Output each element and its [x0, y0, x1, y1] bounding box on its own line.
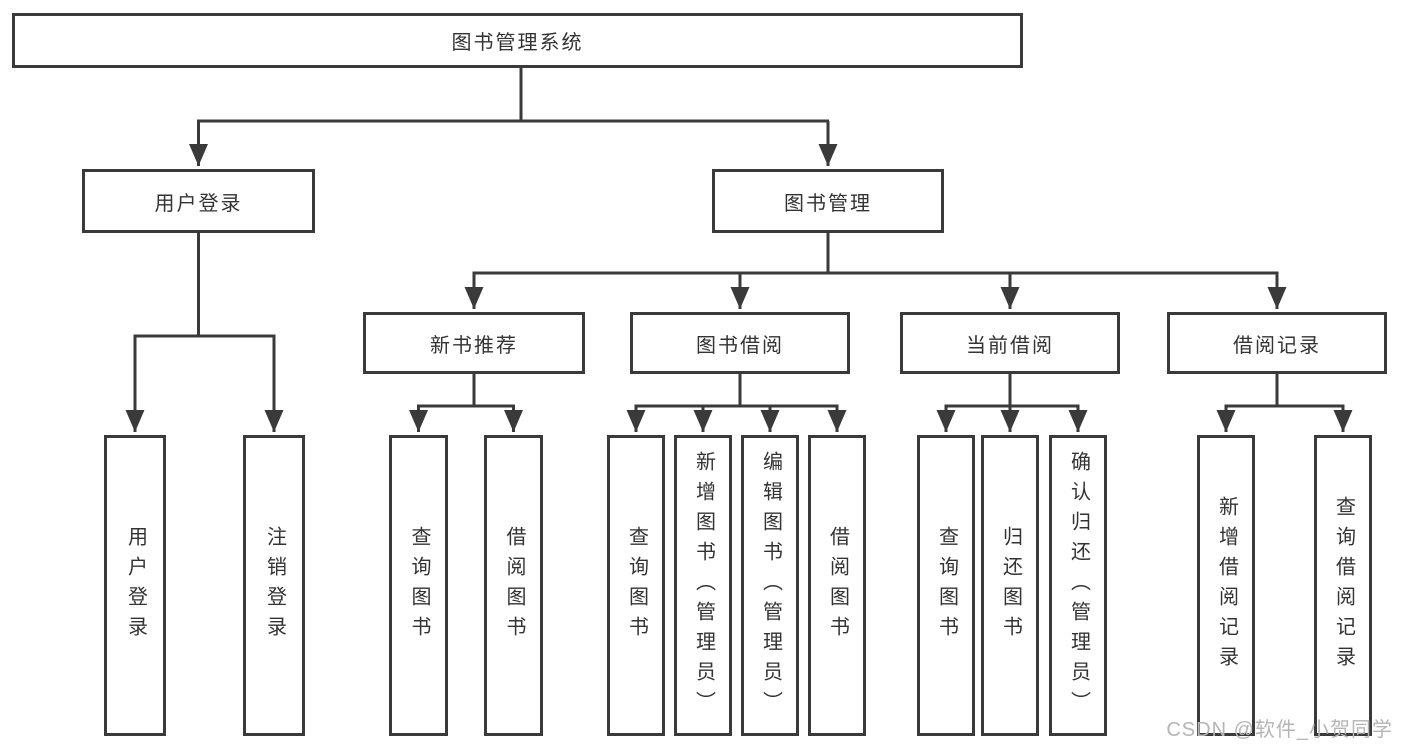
node-borrow-record-label: 借阅记录: [1233, 334, 1321, 357]
leaf-logout: 注销登录: [243, 435, 305, 736]
node-current-borrow-label: 当前借阅: [966, 334, 1054, 357]
leaf-user-login-label: 用户登录: [124, 525, 147, 646]
leaf-query-books-2-label: 查询图书: [625, 525, 648, 646]
leaf-edit-books-admin: 编辑图书（管理员）: [741, 435, 799, 736]
leaf-query-books-1-label: 查询图书: [408, 525, 430, 646]
leaf-add-books-admin: 新增图书（管理员）: [674, 435, 732, 736]
node-library-management-system-label: 图书管理系统: [451, 32, 584, 54]
leaf-borrow-books-2: 借阅图书: [808, 435, 866, 736]
leaf-query-borrow-record-label: 查询借阅记录: [1332, 495, 1355, 676]
node-current-borrow: 当前借阅: [900, 312, 1120, 374]
node-user-login-label: 用户登录: [154, 192, 243, 215]
leaf-add-borrow-record: 新增借阅记录: [1197, 435, 1255, 736]
node-book-borrow-label: 图书借阅: [696, 334, 784, 357]
node-book-management-label: 图书管理: [784, 192, 872, 215]
leaf-query-borrow-record: 查询借阅记录: [1314, 435, 1372, 736]
leaf-logout-label: 注销登录: [263, 525, 286, 646]
leaf-return-books: 归还图书: [981, 435, 1039, 736]
leaf-query-books-1: 查询图书: [389, 435, 448, 736]
leaf-confirm-return-admin: 确认归还（管理员）: [1049, 435, 1107, 736]
leaf-query-books-3: 查询图书: [917, 435, 975, 736]
leaf-query-books-2: 查询图书: [607, 435, 665, 736]
node-library-management-system: 图书管理系统: [12, 13, 1023, 68]
node-borrow-record: 借阅记录: [1167, 312, 1387, 374]
node-book-management: 图书管理: [712, 169, 944, 233]
leaf-edit-books-admin-label: 编辑图书（管理员）: [759, 450, 782, 721]
leaf-return-books-label: 归还图书: [999, 525, 1022, 646]
leaf-confirm-return-admin-label: 确认归还（管理员）: [1067, 450, 1090, 721]
node-user-login: 用户登录: [82, 169, 315, 233]
leaf-borrow-books-1: 借阅图书: [484, 435, 543, 736]
leaf-query-books-3-label: 查询图书: [935, 525, 958, 646]
leaf-borrow-books-1-label: 借阅图书: [503, 525, 525, 646]
leaf-add-borrow-record-label: 新增借阅记录: [1215, 495, 1238, 676]
leaf-user-login: 用户登录: [104, 435, 166, 736]
node-new-book-recommend-label: 新书推荐: [430, 334, 518, 357]
leaf-borrow-books-2-label: 借阅图书: [826, 525, 849, 646]
node-book-borrow: 图书借阅: [630, 312, 850, 374]
csdn-watermark: CSDN @软件_小贺同学: [1166, 719, 1393, 741]
node-new-book-recommend: 新书推荐: [363, 312, 585, 374]
leaf-add-books-admin-label: 新增图书（管理员）: [692, 450, 715, 721]
